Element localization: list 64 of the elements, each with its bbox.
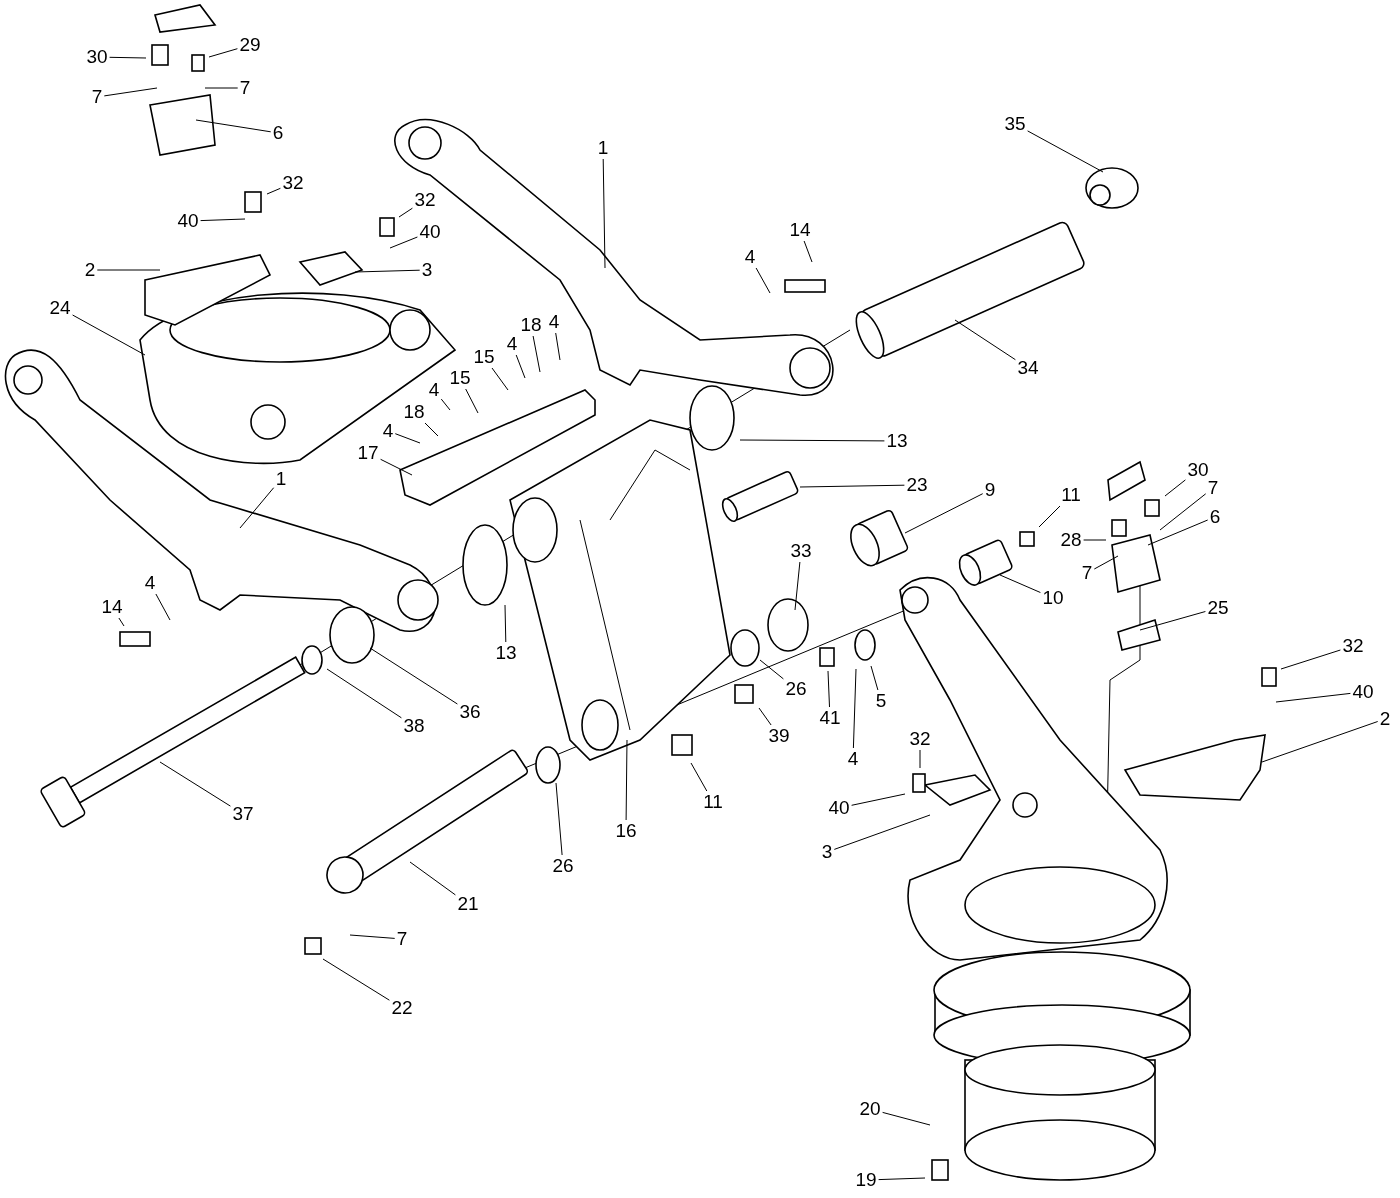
leader-line <box>266 187 281 195</box>
leader-line <box>515 354 526 379</box>
leader-line <box>409 861 456 896</box>
leader-line <box>195 119 272 133</box>
leader-line <box>109 56 147 59</box>
leader-line <box>491 367 509 391</box>
leader-line <box>755 267 771 294</box>
leader-line <box>239 487 275 529</box>
leader-line <box>118 617 125 627</box>
leader-line <box>833 814 931 850</box>
leader-line <box>159 761 231 807</box>
leader-line <box>602 158 606 269</box>
leader-line <box>555 332 561 361</box>
leader-line <box>803 240 813 263</box>
leader-line <box>1027 130 1104 173</box>
leader-line <box>827 670 830 708</box>
leader-line <box>398 207 413 218</box>
leader-line <box>1147 519 1209 546</box>
leader-line <box>1280 649 1341 670</box>
leader-line <box>999 574 1041 593</box>
leader-line <box>394 433 421 444</box>
leader-line <box>354 269 421 273</box>
leader-line <box>799 484 905 488</box>
leader-line <box>882 1111 931 1126</box>
leader-line <box>380 458 413 476</box>
leader-line <box>904 493 984 534</box>
leader-line <box>424 422 439 437</box>
leader-line <box>794 561 801 611</box>
leader-line <box>690 762 708 792</box>
leader-line <box>369 647 458 705</box>
leader-line <box>1261 721 1379 763</box>
leader-line <box>625 739 628 821</box>
leader-line <box>504 604 507 643</box>
leader-line <box>758 707 772 726</box>
leader-line <box>1275 692 1351 703</box>
leader-line <box>878 1177 926 1181</box>
leader-line <box>204 87 239 89</box>
leader-line <box>440 398 451 411</box>
leader-line <box>349 934 396 939</box>
leader-line <box>72 314 146 356</box>
leader-line <box>208 48 238 58</box>
leader-line <box>465 388 479 414</box>
leader-line <box>532 335 541 373</box>
leader-line <box>739 439 885 442</box>
leader-line <box>1083 539 1107 541</box>
leader-line <box>200 218 246 222</box>
leader-line <box>1159 493 1207 531</box>
leader-line <box>96 269 161 271</box>
leader-line <box>555 782 563 856</box>
leader-line <box>389 236 418 249</box>
leader-line <box>155 593 171 621</box>
leader-line <box>759 659 784 680</box>
leader-line <box>852 668 857 749</box>
leader-line <box>870 665 879 691</box>
leader-line <box>1093 555 1119 570</box>
leader-line <box>103 87 158 97</box>
leader-line <box>1139 611 1206 631</box>
leader-line <box>322 958 390 1001</box>
leader-line <box>1164 479 1186 497</box>
leader-line <box>919 749 921 769</box>
leader-line <box>851 793 906 806</box>
leader-line <box>954 319 1016 361</box>
leader-line <box>326 668 402 719</box>
leader-line <box>1038 505 1061 528</box>
